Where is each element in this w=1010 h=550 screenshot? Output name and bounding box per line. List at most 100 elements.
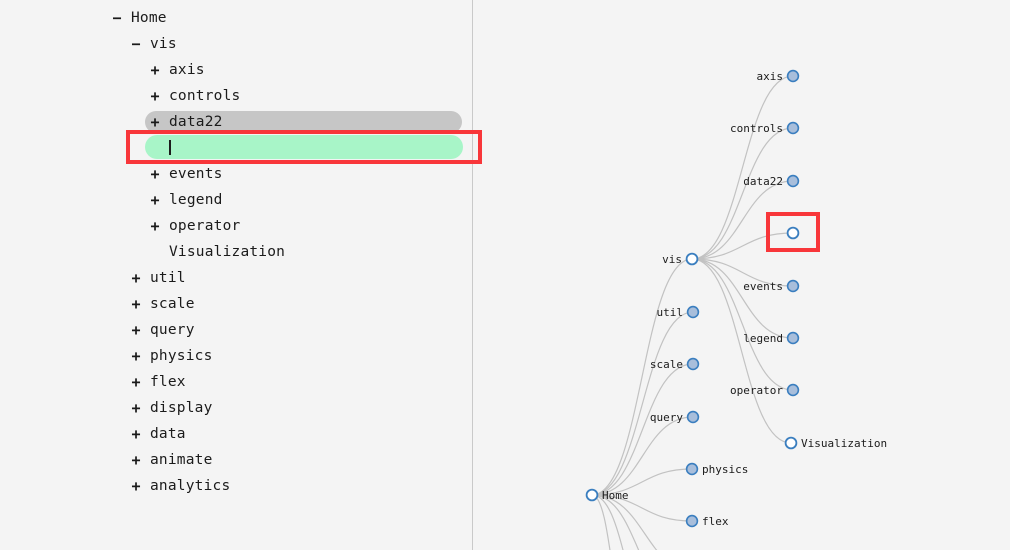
graph-node-circle[interactable]	[686, 357, 700, 371]
graph-node-circle[interactable]	[685, 252, 699, 266]
graph-link	[591, 258, 693, 496]
graph-link	[691, 75, 794, 260]
tree-item-label: query	[150, 322, 195, 338]
expand-icon[interactable]: +	[150, 165, 160, 183]
tree-item-label: axis	[169, 62, 205, 78]
expand-icon[interactable]: +	[131, 399, 141, 417]
graph-link	[691, 258, 792, 444]
collapse-icon[interactable]: −	[131, 35, 141, 53]
tree-item-label: legend	[169, 192, 223, 208]
graph-node-circle[interactable]	[686, 305, 700, 319]
graph-node-circle[interactable]	[786, 279, 800, 293]
tree-item-label: Home	[131, 10, 167, 26]
tree-item-physics[interactable]: +physics	[0, 343, 472, 369]
tree-item-label: data	[150, 426, 186, 442]
graph-node-home[interactable]: Home	[585, 488, 629, 502]
tree-item-axis[interactable]: + axis	[0, 57, 472, 83]
graph-link	[691, 232, 794, 260]
tree-item-label: flex	[150, 374, 186, 390]
graph-links	[591, 75, 794, 550]
expand-icon[interactable]: +	[131, 425, 141, 443]
graph-node-circle[interactable]	[786, 69, 800, 83]
expand-icon[interactable]: +	[150, 61, 160, 79]
graph-node-data22[interactable]: data22	[743, 174, 800, 188]
graph-node-circle[interactable]	[585, 488, 599, 502]
expand-icon[interactable]: +	[150, 191, 160, 209]
tree-item-label: scale	[150, 296, 195, 312]
graph-node-circle[interactable]	[786, 383, 800, 397]
graph-node-label: legend	[743, 332, 783, 345]
graph-node-circle[interactable]	[685, 462, 699, 476]
tree-item-analytics[interactable]: +analytics	[0, 473, 472, 499]
graph-node-circle[interactable]	[784, 436, 798, 450]
expand-icon[interactable]: +	[131, 347, 141, 365]
tree-item-vis[interactable]: −vis	[0, 31, 472, 57]
expand-icon[interactable]: +	[150, 113, 160, 131]
graph-svg: Home vis axis controls data22 events legend ope…	[585, 69, 887, 550]
tree-item-legend[interactable]: + legend	[0, 187, 472, 213]
tree-item-events[interactable]: + events	[0, 161, 472, 187]
graph-node-circle[interactable]	[685, 514, 699, 528]
graph-node-label: Home	[602, 489, 629, 502]
graph-node-events[interactable]: events	[743, 279, 800, 293]
graph-node-operator[interactable]: operator	[730, 383, 800, 397]
tree-item-animate[interactable]: +animate	[0, 447, 472, 473]
tree-item-util[interactable]: +util	[0, 265, 472, 291]
graph-node-visualization[interactable]: Visualization	[784, 436, 887, 450]
expand-icon[interactable]: +	[131, 477, 141, 495]
tree-item-selected-background	[145, 111, 462, 133]
graph-node-label: scale	[650, 358, 683, 371]
graph-link	[591, 494, 693, 522]
graph-link	[691, 258, 794, 391]
tree-item-operator[interactable]: +operator	[0, 213, 472, 239]
tree-item-scale[interactable]: + scale	[0, 291, 472, 317]
graph-node-circle[interactable]	[686, 410, 700, 424]
graph-node-query[interactable]: query	[650, 410, 700, 424]
graph-node-label: vis	[662, 253, 682, 266]
new-node-name-input[interactable]	[145, 135, 463, 159]
graph-node-vis[interactable]: vis	[662, 252, 699, 266]
graph-node-label: flex	[702, 515, 729, 528]
expand-icon[interactable]: +	[131, 373, 141, 391]
expand-icon[interactable]: +	[131, 269, 141, 287]
expand-icon[interactable]: +	[131, 321, 141, 339]
graph-node-label: util	[657, 306, 684, 319]
expand-icon[interactable]: +	[131, 451, 141, 469]
graph-node-physics[interactable]: physics	[685, 462, 749, 476]
graph-node-new[interactable]	[786, 226, 800, 240]
graph-node-circle[interactable]	[786, 331, 800, 345]
graph-node-controls[interactable]: controls	[730, 121, 800, 135]
tree-item-label: events	[169, 166, 223, 182]
tree-list-panel: −Home−vis+axis+controls+data22+events+le…	[0, 0, 472, 550]
graph-link	[591, 494, 611, 550]
graph-node-scale[interactable]: scale	[650, 357, 700, 371]
tree-item-label: data22	[169, 114, 223, 130]
tree-item-controls[interactable]: + controls	[0, 83, 472, 109]
graph-node-circle[interactable]	[786, 121, 800, 135]
tree-item-visualization[interactable]: Visualization	[0, 239, 472, 265]
graph-node-axis[interactable]: axis	[757, 69, 800, 83]
graph-link	[591, 494, 624, 550]
tree-item-query[interactable]: + query	[0, 317, 472, 343]
graph-node-circle[interactable]	[786, 174, 800, 188]
graph-node-legend[interactable]: legend	[743, 331, 800, 345]
graph-node-circle[interactable]	[786, 226, 800, 240]
tree-item-flex[interactable]: + flex	[0, 369, 472, 395]
graph-link	[591, 468, 693, 496]
graph-node-flex[interactable]: flex	[685, 514, 729, 528]
graph-node-label: data22	[743, 175, 783, 188]
expand-icon[interactable]: +	[150, 87, 160, 105]
tree-item-label: vis	[150, 36, 177, 52]
tree-item-display[interactable]: +display	[0, 395, 472, 421]
tree-item-label: controls	[169, 88, 241, 104]
graph-node-label: physics	[702, 463, 748, 476]
collapse-icon[interactable]: −	[112, 9, 122, 27]
tree-item-data[interactable]: + data	[0, 421, 472, 447]
tree-item-home[interactable]: −Home	[0, 5, 472, 31]
graph-node-util[interactable]: util	[657, 305, 700, 319]
expand-icon[interactable]: +	[131, 295, 141, 313]
graph-link	[591, 363, 694, 496]
tree-item-data22[interactable]: + data22	[0, 109, 472, 135]
expand-icon[interactable]: +	[150, 217, 160, 235]
